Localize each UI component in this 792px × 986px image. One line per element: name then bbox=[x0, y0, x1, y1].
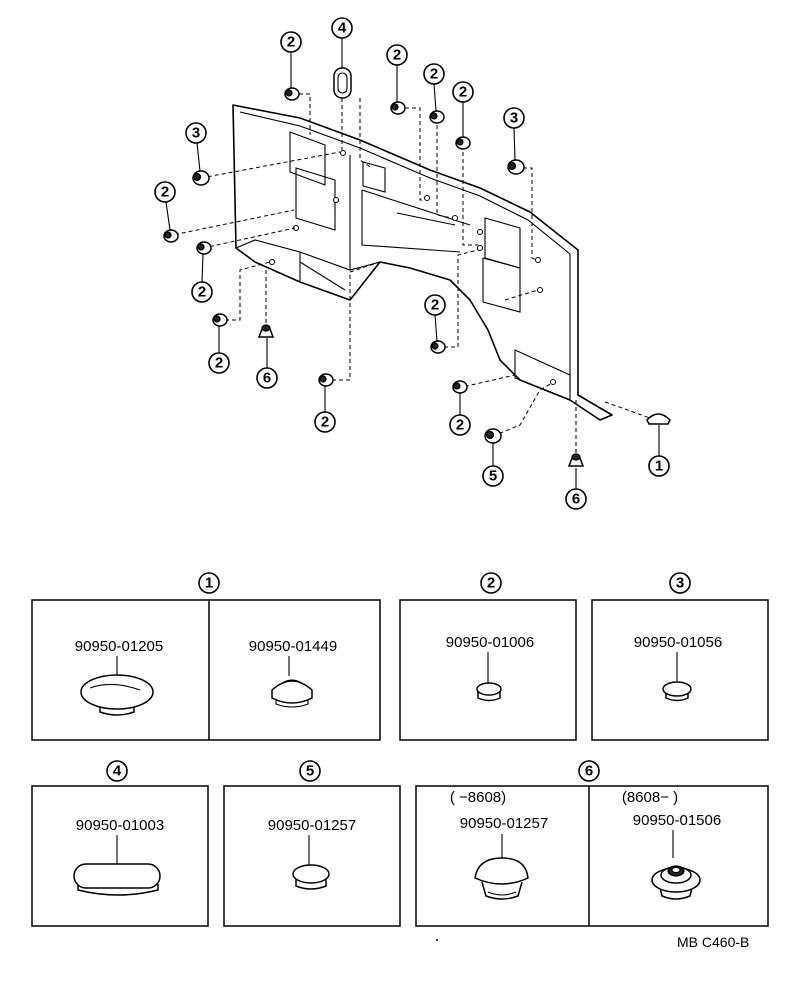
svg-text:2: 2 bbox=[459, 84, 467, 101]
callout-3: 3 bbox=[185, 122, 207, 144]
leader-lines bbox=[167, 93, 651, 455]
plug-5 bbox=[484, 428, 502, 444]
callout-2: 2 bbox=[314, 411, 336, 433]
svg-text:2: 2 bbox=[393, 47, 401, 64]
floor-panel bbox=[232, 104, 613, 421]
svg-text:1: 1 bbox=[655, 458, 663, 475]
part-number-90950-01257: 90950-01257 bbox=[268, 817, 356, 834]
svg-text:1: 1 bbox=[205, 575, 213, 592]
svg-text:2: 2 bbox=[161, 184, 169, 201]
plug-2e bbox=[163, 229, 179, 243]
callout-2: 2 bbox=[154, 181, 176, 203]
svg-text:3: 3 bbox=[510, 110, 518, 127]
svg-text:2: 2 bbox=[431, 297, 439, 314]
svg-text:5: 5 bbox=[306, 763, 314, 780]
svg-text:6: 6 bbox=[263, 370, 271, 387]
svg-text:2: 2 bbox=[215, 355, 223, 372]
plug-1 bbox=[646, 413, 671, 425]
group-1: 1 90950-01205 90950-01449 bbox=[31, 572, 381, 741]
callout-2: 2 bbox=[424, 294, 446, 316]
plug-90950-01205 bbox=[80, 674, 154, 716]
plug-3b bbox=[192, 170, 210, 186]
group-2: 2 90950-01006 bbox=[399, 572, 577, 741]
plug-3a bbox=[507, 159, 525, 175]
callout-2: 2 bbox=[280, 31, 302, 53]
plug-2c bbox=[429, 110, 445, 124]
callout-5: 5 bbox=[482, 465, 504, 487]
svg-text:3: 3 bbox=[192, 125, 200, 142]
diagram-code: MB C460-B bbox=[677, 934, 749, 950]
plug-2f bbox=[196, 241, 212, 255]
svg-text:2: 2 bbox=[487, 575, 495, 592]
group-4: 4 90950-01003 bbox=[31, 760, 209, 927]
callout-6: 6 bbox=[256, 367, 278, 389]
svg-text:5: 5 bbox=[489, 468, 497, 485]
callout-2: 2 bbox=[423, 63, 445, 85]
svg-text:6: 6 bbox=[585, 763, 593, 780]
part-number-90950-01257: 90950-01257 bbox=[460, 815, 548, 832]
callout-3: 3 bbox=[503, 107, 525, 129]
plug-2a bbox=[284, 87, 300, 101]
callout-2: 2 bbox=[208, 352, 230, 374]
plug-2b bbox=[390, 101, 406, 115]
callout-2: 2 bbox=[452, 81, 474, 103]
plug-90950-01003 bbox=[73, 863, 161, 896]
svg-text:4: 4 bbox=[338, 20, 347, 37]
callout-2: 2 bbox=[191, 281, 213, 303]
callout-2: 2 bbox=[449, 414, 471, 436]
part-number-90950-01003: 90950-01003 bbox=[76, 817, 164, 834]
plug-6b bbox=[567, 453, 585, 467]
plug-4 bbox=[333, 67, 352, 99]
part-number-90950-01506: 90950-01506 bbox=[633, 812, 721, 829]
plug-90950-01006 bbox=[476, 682, 502, 702]
plug-2i bbox=[430, 340, 446, 354]
callout-2: 2 bbox=[386, 44, 408, 66]
svg-text:6: 6 bbox=[572, 491, 580, 508]
plug-90950-01449 bbox=[271, 679, 313, 708]
group-3: 3 90950-01056 bbox=[591, 572, 769, 741]
part-number-90950-01006: 90950-01006 bbox=[446, 634, 534, 651]
plug-90950-01056 bbox=[662, 681, 692, 702]
svg-text:4: 4 bbox=[113, 763, 122, 780]
svg-text:3: 3 bbox=[676, 575, 684, 592]
plug-90950-01257-b bbox=[474, 857, 529, 900]
plug-90950-01506 bbox=[651, 865, 701, 900]
date-range-until-8608: ( −8608) bbox=[450, 789, 506, 806]
svg-text:2: 2 bbox=[287, 34, 295, 51]
date-range-from-8608: (8608− ) bbox=[622, 789, 678, 806]
diagram-plugs bbox=[163, 67, 671, 467]
part-number-90950-01449: 90950-01449 bbox=[249, 638, 337, 655]
svg-text:2: 2 bbox=[430, 66, 438, 83]
plug-2h bbox=[318, 373, 334, 387]
svg-text:2: 2 bbox=[198, 284, 206, 301]
callout-4: 4 bbox=[331, 17, 353, 39]
group-6: 6 ( −8608) (8608− ) 90950-01257 90950-01… bbox=[415, 760, 769, 927]
speck bbox=[436, 939, 438, 941]
svg-text:2: 2 bbox=[456, 417, 464, 434]
diagram-callouts: 2 4 2 2 2 3 3 2 2 2 6 2 2 2 5 6 1 bbox=[154, 17, 670, 510]
part-number-90950-01056: 90950-01056 bbox=[634, 634, 722, 651]
plug-6a bbox=[257, 324, 275, 338]
plug-2g bbox=[212, 313, 228, 327]
part-number-90950-01205: 90950-01205 bbox=[75, 638, 163, 655]
callout-6: 6 bbox=[565, 488, 587, 510]
svg-text:2: 2 bbox=[321, 414, 329, 431]
group-5: 5 90950-01257 bbox=[223, 760, 401, 927]
callout-1: 1 bbox=[648, 455, 670, 477]
plug-2j bbox=[452, 380, 468, 394]
plug-2d bbox=[455, 136, 471, 150]
plug-90950-01257-a bbox=[292, 864, 330, 890]
